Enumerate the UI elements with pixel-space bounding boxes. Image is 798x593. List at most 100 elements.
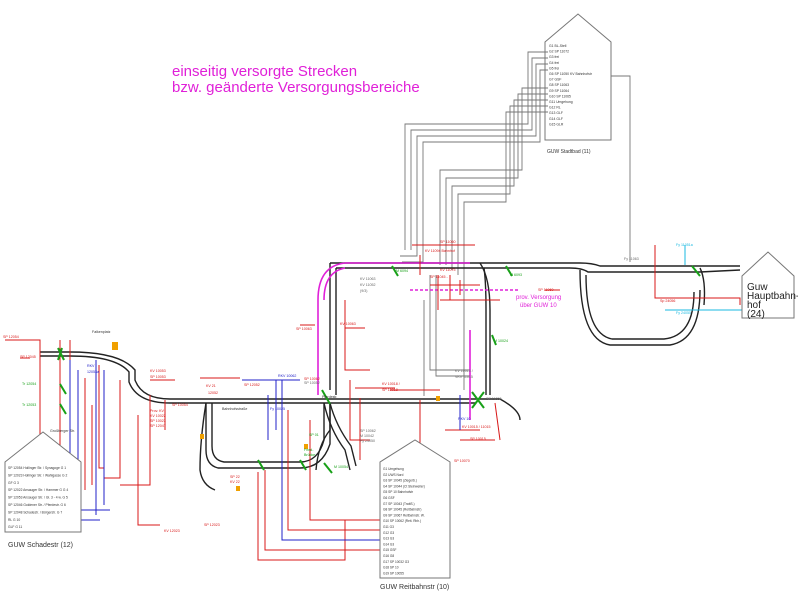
feeder-label-center-gray: KV 11063 <box>360 277 376 281</box>
feeder-label-center-red: KV 22 <box>230 480 240 484</box>
red-feeders <box>5 244 741 561</box>
feeder-label-right-area: Fy 11051a <box>676 243 693 247</box>
hauptbahnhof-caption-line2: Hauptbahn- <box>747 291 798 302</box>
substation-stadtbad-caption: GUW Stadtbad (11) <box>547 149 591 155</box>
feeder-label-right-area: Sp 24056 <box>660 299 675 303</box>
feeder-label-center-red: KV 10063 <box>340 322 356 326</box>
reitbahnstr-row: G10 SP 10062 (Reit. Rbh.) <box>383 519 421 523</box>
reitbahnstr-row: G15 GSF <box>383 548 397 552</box>
stadtbad-row: G9 SP 11064 <box>549 89 569 93</box>
feeder-label-street-names: Falkenplatz <box>92 330 111 334</box>
feeder-label-center-red: KV 10015 / 11015 <box>462 425 491 429</box>
feeder-label-center-red: SP 11060 <box>538 288 553 292</box>
feeder-label-center-gray: KV 11052 <box>360 283 376 287</box>
feeder-label-center-red: SP 10063 <box>296 327 312 331</box>
feeder-label-center-red: SP 12023 <box>204 523 220 527</box>
stadtbad-row: G5 frei <box>549 66 559 70</box>
reitbahnstr-row: G17 SP 10032 G3 <box>383 560 409 564</box>
feeder-label-center-red: Prov. KV <box>150 409 165 413</box>
substation-schadestr-caption: GUW Schadestr (12) <box>8 542 73 549</box>
stadtbad-row: G15 GLR <box>549 122 564 126</box>
feeder-label-center-green: SP 01 <box>309 433 319 437</box>
reitbahnstr-row: G9 SP 10067 Reitbahnstr. W. <box>383 513 425 517</box>
stadtbad-row: G8 SP 11063 <box>549 83 569 87</box>
schadestr-row: RL G 10 <box>8 518 20 522</box>
feeder-label-center-red: SP 11045 - <box>430 275 448 279</box>
feeder-label-street-names: Bahnhofsstraße <box>222 407 247 411</box>
stadtbad-feeder-bundle <box>400 51 631 396</box>
reitbahnstr-row: G8 SP 10045 (Reitbahnstr) <box>383 508 421 512</box>
reitbahnstr-row: G1 Umgehung <box>383 467 404 471</box>
reitbahnstr-row: G7 SP 10043 (TrattS.) <box>383 502 415 506</box>
feeder-label-center-red: SP 12054 <box>3 335 19 339</box>
stadtbad-row: G13 GLF <box>549 111 563 115</box>
feeder-label-center-blue: 12053a <box>87 370 99 374</box>
feeder-label-center-gray: KV 10015 / <box>455 369 473 373</box>
feeder-label-center-red: KV 10022 <box>150 414 166 418</box>
feeder-label-center-gray: SP 10052 <box>304 381 320 385</box>
feeder-label-center-green: M 10024 <box>494 339 508 343</box>
stadtbad-row: G10 SP 11065 <box>549 94 571 98</box>
substation-reitbahnstr-caption: GUW Reitbahnstr (10) <box>380 584 449 591</box>
reitbahnstr-row: G19 SP 10055 <box>383 571 404 575</box>
feeder-label-center-red: SP 10023 <box>150 419 166 423</box>
feeder-label-center-red: SP 10018 <box>382 388 398 392</box>
schadestr-row: SP 12053 Ansauger Str. / Gl. 3 - 4 w. G … <box>8 496 68 500</box>
hauptbahnhof-caption-line4: (24) <box>747 309 765 320</box>
stadtbad-row: G4 frei <box>549 61 559 65</box>
reitbahnstr-row: G4 SP 10044 (Ct Steinweiler) <box>383 484 425 488</box>
feeder-label-center-gray: SP 11050 <box>486 397 501 401</box>
stadtbad-row: G3 frei <box>549 55 559 59</box>
feeder-label-center-gray: (9/3) <box>360 289 367 293</box>
reitbahnstr-row: G13 G3 <box>383 537 394 541</box>
feeder-label-center-red: SP 10015 <box>470 437 486 441</box>
reitbahnstr-row: G3 SP 10045 (ZiegelS.) <box>383 479 417 483</box>
feeder-label-center-blue: Fy 10025 <box>270 407 285 411</box>
schadestr-row: SP 12023 Hollinger Str. / Wahlgasse G 2 <box>8 473 68 477</box>
feeder-label-center-green: M 6093 <box>510 273 522 277</box>
reitbahnstr-row: G2 UWS Nord <box>383 473 404 477</box>
feeder-label-center-red: SP 12052 <box>244 383 260 387</box>
feeder-label-center-green: Brücke <box>304 453 315 457</box>
feeder-label-center-green: Tr 12054 <box>22 382 36 386</box>
schadestr-row: SP 12048 Schadestr. / Bürgerstr. G 7 <box>8 510 62 514</box>
substation-reitbahnstr[interactable]: G1 Umgehung G2 UWS Nord G3 SP 10045 (Ziege… <box>379 439 451 591</box>
feeder-label-center-red: SP 10070 <box>454 459 470 463</box>
reitbahnstr-row: G11 G3 <box>383 525 394 529</box>
feeder-label-center-red: SP 12045 <box>20 355 36 359</box>
stadtbad-row: G1 BL-Stell <box>549 44 567 48</box>
feeder-label-center-red: SP 10054 <box>172 403 188 407</box>
track-network <box>40 262 741 491</box>
reitbahnstr-row: G16 G8 <box>383 554 394 558</box>
feeder-label-center-green: Fried- <box>304 448 314 452</box>
feeder-label-center-blue: RKV <box>87 364 95 368</box>
stadtbad-row: G2 SP 11072 <box>549 50 569 54</box>
schadestr-row: SP 12046 Goldener Str. / Pferdestr. G 6 <box>8 503 66 507</box>
feeder-label-center-red: KV 12023 <box>164 529 180 533</box>
feeder-label-center-green: M 10042 <box>360 434 374 438</box>
feeder-label-center-red: SP 10053 <box>150 375 166 379</box>
reitbahnstr-row: G14 G3 <box>383 542 394 546</box>
prov-versorgung-line2: über GUW 10 <box>520 303 557 309</box>
reitbahnstr-row: G12 G3 <box>383 531 394 535</box>
feeder-label-right-area: Fy 11063 <box>624 257 639 261</box>
feeder-label-center-red: SP 12047 <box>150 424 166 428</box>
feeder-label-street-names: Pferdestr. <box>322 395 337 399</box>
hauptbahnhof-caption-line3: hof <box>747 300 761 311</box>
stadtbad-row: G12 RL <box>549 106 561 110</box>
substation-hauptbahnhof[interactable]: Guw Hauptbahn- hof (24) <box>741 251 798 320</box>
feeder-label-center-gray: VKV 11015 <box>455 375 473 379</box>
feeder-label-center-gray: SP 10062 <box>360 429 376 433</box>
substation-schadestr[interactable]: SP 12054 Hollinger Str. / Synagoge G 1SP… <box>4 431 82 549</box>
feeder-label-right-area: Fy 24055 <box>676 311 691 315</box>
feeder-label-center-red: KV 11075 <box>440 268 456 272</box>
reitbahnstr-row: G6 GSF <box>383 496 395 500</box>
stadtbad-row: G6 SP 11050 KV Bahnhofstr <box>549 72 593 76</box>
feeder-label-center-red: KV 10018 / <box>382 382 400 386</box>
reitbahnstr-row: G5 SP 10 Bahnhofstr <box>383 490 414 494</box>
prov-versorgung-line1: prov. Versorgung <box>516 295 561 301</box>
